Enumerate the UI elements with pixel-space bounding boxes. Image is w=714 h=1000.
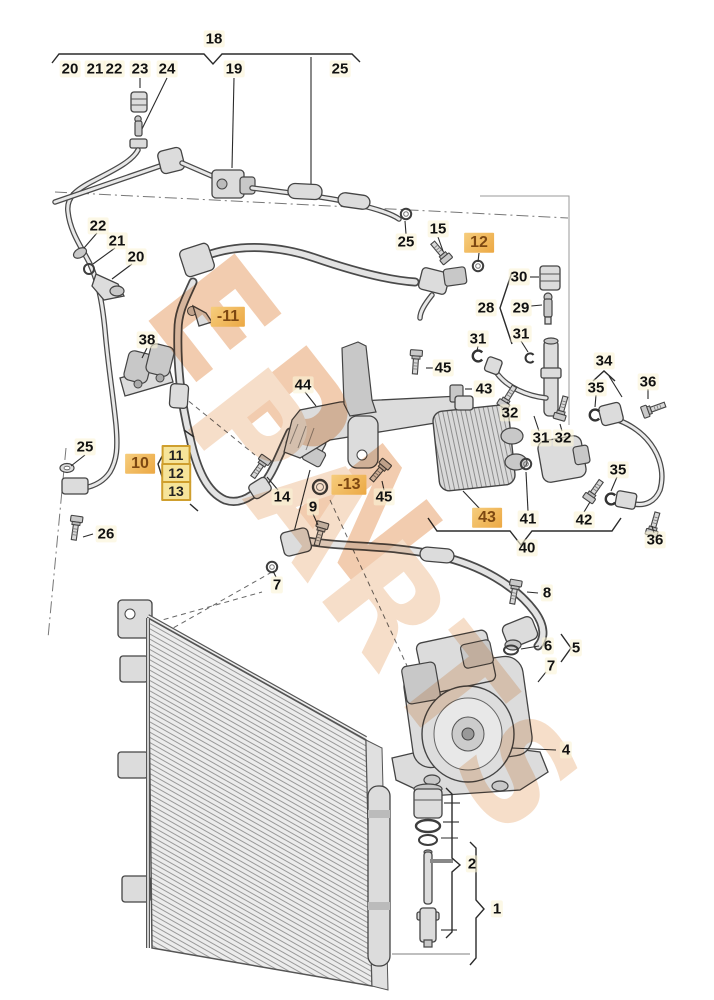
compressor bbox=[391, 629, 557, 797]
clamp-bracket-38 bbox=[119, 343, 175, 397]
upper-hose-assembly bbox=[52, 146, 413, 235]
bracket-18 bbox=[51, 53, 361, 192]
discharge-hose bbox=[265, 513, 572, 683]
pipe-34-group bbox=[588, 370, 668, 538]
valve-unit-40 bbox=[427, 395, 622, 547]
condenser bbox=[117, 599, 391, 991]
valve-cap-and-core bbox=[129, 91, 148, 149]
left-pipe bbox=[59, 147, 141, 542]
drier-cartridge-parts bbox=[392, 783, 485, 966]
fittings-20-21-22 bbox=[72, 232, 133, 301]
charge-valve-group bbox=[471, 265, 572, 432]
